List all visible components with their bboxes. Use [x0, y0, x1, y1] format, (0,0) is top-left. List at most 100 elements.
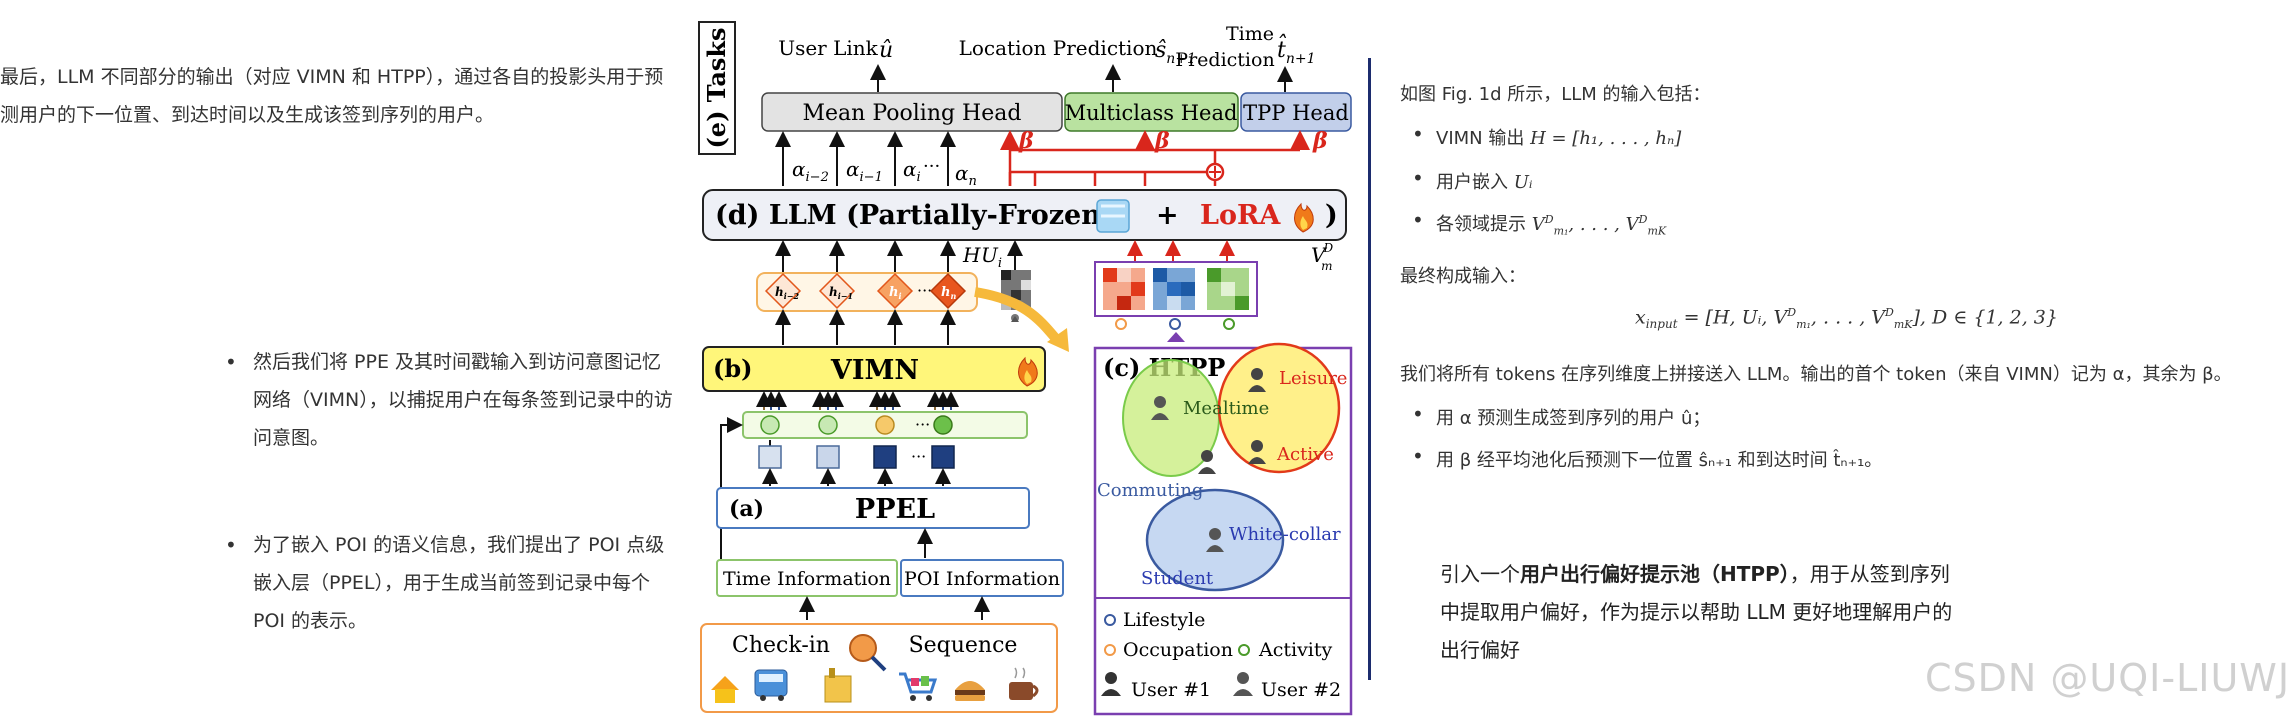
mean-pooling-head-label: Mean Pooling Head	[803, 101, 1022, 126]
vimn-fire-icon	[1018, 356, 1038, 387]
bullet-dot: •	[1412, 444, 1424, 468]
burger-icon	[955, 681, 985, 701]
sequence-label: Sequence	[909, 633, 1018, 658]
legend-user1: User #1	[1131, 679, 1211, 701]
beta-usage: • 用 β 经平均池化后预测下一位置 ŝₙ₊₁ 和到达时间 t̂ₙ₊₁。	[1412, 444, 1883, 472]
alpha-i: αi	[903, 157, 921, 185]
input-item-domain: • 各领域提示 VDm₁, . . . , VDmK	[1412, 208, 1666, 238]
alpha-i-2: αi−2	[792, 157, 829, 185]
t-hat-symbol: t̂n+1	[1277, 34, 1316, 67]
U-label: Ui	[981, 243, 1002, 271]
lifestyle-dot	[1169, 318, 1181, 330]
beta-2: β	[1154, 128, 1170, 154]
beta-connectors	[1000, 130, 1310, 186]
user-marker-icon	[1011, 316, 1019, 322]
llm-box: (d) LLM (Partially-Frozen + LoRA )	[702, 189, 1347, 241]
prediction-label: Prediction	[1175, 49, 1274, 71]
time-information-box: Time Information	[716, 559, 898, 597]
ppe-square-2	[816, 445, 840, 469]
time-node-ellipsis: ···	[915, 415, 930, 434]
mealtime-label: Mealtime	[1183, 398, 1269, 419]
bullet-dot: •	[225, 350, 237, 374]
right-intro: 如图 Fig. 1d 所示，LLM 的输入包括：	[1400, 84, 1711, 105]
bullet-dot: •	[225, 533, 237, 557]
time-node-4	[933, 415, 953, 435]
input-item-vimn-math: H = [h₁, . . . , hₙ]	[1530, 128, 1682, 149]
u-hat-symbol: û	[879, 38, 893, 63]
leisure-cluster	[1217, 342, 1341, 474]
llm-close-paren: )	[1325, 200, 1338, 231]
bullet-vimn-text: 然后我们将 PPE 及其时间戳输入到访问意图记忆网络（VIMN），以捕捉用户在每…	[253, 351, 673, 449]
legend-user2: User #2	[1261, 679, 1341, 701]
alpha-n: αn	[955, 161, 977, 189]
htpp-note-post: ，用于从签到序列中提取用户偏好，作为提示以帮助 LLM 更好地理解用户的出行偏好	[1440, 562, 1953, 662]
active-label: Active	[1276, 444, 1334, 465]
multiclass-head: Multiclass Head	[1064, 92, 1239, 132]
h-token-4: hn	[929, 272, 967, 310]
input-item-vimn-text: VIMN 输出	[1436, 128, 1525, 149]
bullet-dot: •	[1412, 208, 1424, 232]
lifestyle-prompt-matrix	[1103, 268, 1145, 310]
activity-dot	[1223, 318, 1235, 330]
beta-1: β	[1018, 128, 1034, 154]
legend-activity: Activity	[1258, 639, 1333, 661]
user-icon-a	[1151, 396, 1169, 420]
ppel-tag: (a)	[729, 496, 764, 522]
magnifier-icon	[849, 634, 887, 672]
ppe-ellipsis: ···	[911, 447, 926, 466]
orange-curved-arrow	[974, 287, 1061, 344]
time-node-2	[818, 415, 838, 435]
checkin-label: Check-in	[732, 633, 830, 658]
occupation-prompt-matrix	[1153, 268, 1195, 310]
ppe-square-4	[931, 445, 955, 469]
vertical-divider	[1368, 58, 1371, 680]
svg-text:hn: hn	[941, 285, 956, 301]
bus-icon	[754, 669, 788, 701]
alpha-usage-text: 用 α 预测生成签到序列的用户 û；	[1436, 408, 1711, 429]
final-input-label: 最终构成输入：	[1400, 266, 1526, 287]
input-item-user: • 用户嵌入 Uᵢ	[1412, 166, 1533, 194]
beta-3: β	[1312, 128, 1328, 154]
bullet-ppel: • 为了嵌入 POI 的语义信息，我们提出了 POI 点级嵌入层（PPEL），用…	[225, 526, 683, 640]
alpha-i-1: αi−1	[846, 157, 883, 185]
htpp-note: 引入一个用户出行偏好提示池（HTPP），用于从签到序列中提取用户偏好，作为提示以…	[1440, 555, 1960, 669]
tpp-head: TPP Head	[1240, 92, 1352, 132]
input-item-domain-text: 各领域提示	[1436, 214, 1526, 235]
ppel-label: PPEL	[855, 494, 935, 525]
white-collar-label: White-collar	[1229, 524, 1341, 545]
input-item-vimn: • VIMN 输出 H = [h₁, . . . , hₙ]	[1412, 122, 1682, 150]
htpp-note-bold: 用户出行偏好提示池（HTPP）	[1520, 562, 1790, 586]
time-label: Time	[1226, 23, 1274, 45]
time-information-label: Time Information	[723, 568, 891, 590]
svg-text:hi−2: hi−2	[775, 285, 799, 301]
legend-activity-dot	[1238, 644, 1250, 656]
poi-information-label: POI Information	[904, 568, 1060, 590]
tasks-text: (e) Tasks	[702, 27, 731, 148]
time-node-3	[875, 415, 895, 435]
vimn-input-arrows	[756, 391, 959, 410]
bullet-ppel-text: 为了嵌入 POI 的语义信息，我们提出了 POI 点级嵌入层（PPEL），用于生…	[253, 534, 665, 632]
leisure-label: Leisure	[1279, 368, 1347, 389]
csdn-watermark: CSDN @UQI-LIUWJ	[1925, 656, 2291, 700]
htpp-panel: (c) HTPP Mealtime Leisure Active Commuti…	[1093, 342, 1353, 716]
orange-arrowhead-icon	[1047, 328, 1069, 352]
h-token-1: hi−2	[764, 272, 802, 310]
vimn-label: VIMN	[830, 355, 919, 386]
ppe-square-3	[873, 445, 897, 469]
H-label: H	[962, 243, 981, 267]
prompt-arrow-up-icon	[1167, 332, 1185, 342]
user-icon-e	[1206, 528, 1224, 552]
legend-occupation-dot	[1104, 644, 1116, 656]
coffee-cup-icon	[1009, 667, 1039, 700]
legend-lifestyle: Lifestyle	[1123, 609, 1205, 631]
svg-text:hi−1: hi−1	[829, 285, 853, 301]
beta-usage-text: 用 β 经平均池化后预测下一位置 ŝₙ₊₁ 和到达时间 t̂ₙ₊₁。	[1436, 450, 1883, 471]
fire-icon	[1294, 202, 1314, 233]
llm-label: (d) LLM (Partially-Frozen	[715, 200, 1101, 231]
vimn-box: (b) VIMN	[702, 346, 1046, 392]
htpp-note-pre: 引入一个	[1440, 562, 1520, 586]
mean-pooling-head: Mean Pooling Head	[761, 92, 1063, 132]
user-link-label: User Link	[778, 36, 878, 60]
checkin-sequence-box: Check-in Sequence	[700, 623, 1058, 713]
shopping-cart-icon	[899, 672, 938, 701]
